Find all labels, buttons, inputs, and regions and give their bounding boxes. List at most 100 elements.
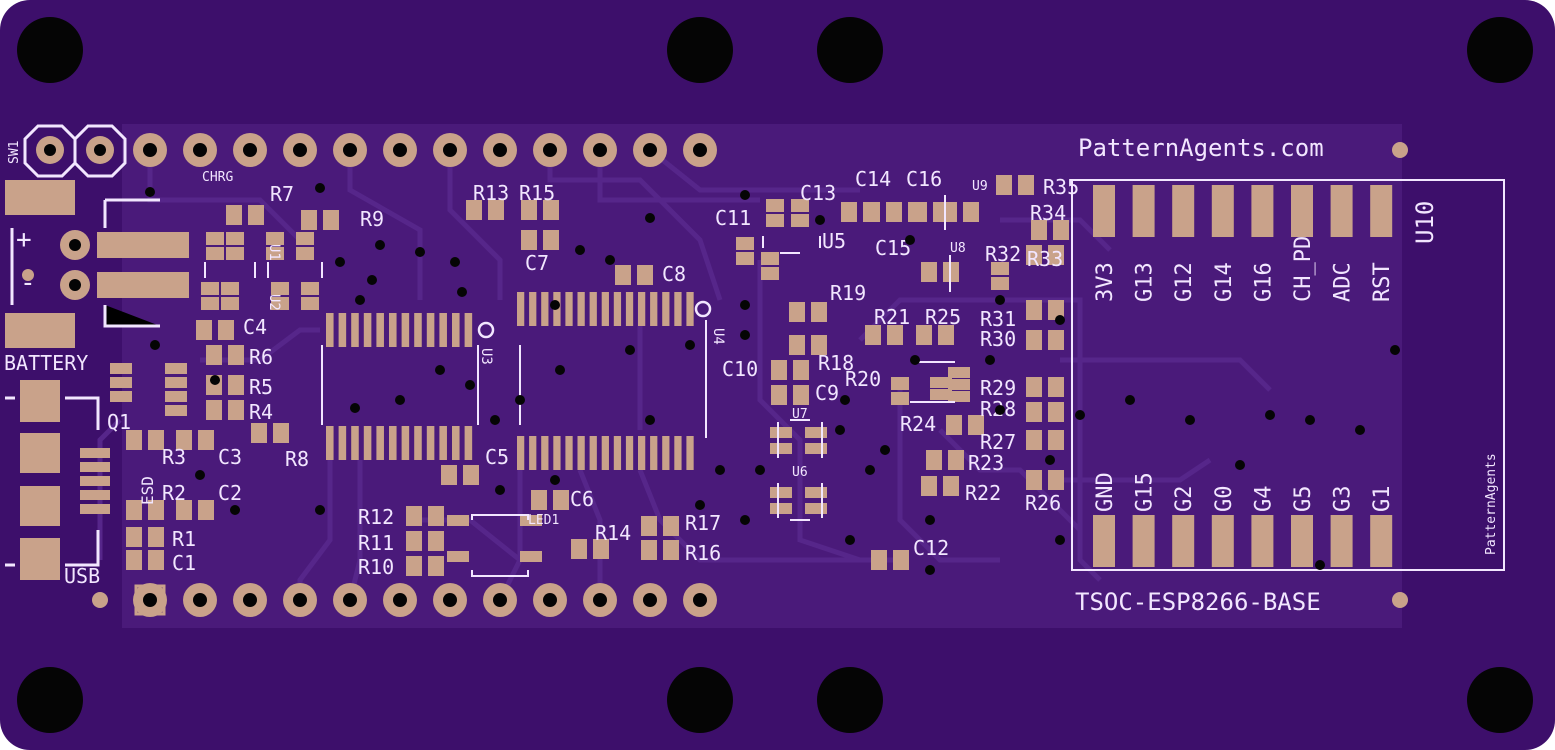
via: [315, 183, 325, 193]
label-r3: R3: [162, 445, 186, 469]
smd-component: [771, 360, 809, 380]
ic-pad: [541, 292, 549, 326]
ic-pad: [389, 426, 397, 460]
smd-component: [571, 539, 609, 559]
smd-component: [1026, 330, 1064, 350]
sot-pad: [948, 391, 970, 402]
via: [925, 515, 935, 525]
ic-u3: U3: [321, 313, 495, 460]
via: [145, 187, 155, 197]
ic-pad: [363, 426, 372, 460]
via: [1075, 410, 1085, 420]
mounting-hole: [817, 667, 883, 733]
module-pin-label: G4: [1251, 486, 1276, 513]
sot-pad: [110, 363, 132, 374]
ic-pad: [401, 313, 410, 347]
via: [715, 465, 725, 475]
module-pad: [1172, 515, 1195, 567]
module-ref-u10: U10: [1411, 201, 1439, 244]
module-pad: [1132, 185, 1155, 237]
ic-pad: [338, 313, 347, 347]
via: [865, 465, 875, 475]
ic-pad: [674, 292, 682, 326]
label-c3: C3: [218, 445, 242, 469]
ic-pad: [338, 426, 347, 460]
ic-pad: [662, 436, 670, 470]
sot-pad: [770, 503, 792, 514]
ic-pad: [553, 436, 561, 470]
header-top: [133, 133, 717, 167]
label-r16: R16: [685, 541, 721, 565]
via: [685, 340, 695, 350]
smd-component: [226, 205, 264, 225]
module-pin-label: G15: [1133, 472, 1158, 512]
smd-component: [226, 232, 244, 260]
smd-component: [271, 282, 289, 310]
label-r2: R2: [162, 481, 186, 505]
label-r29: R29: [980, 376, 1016, 400]
ic-pad: [517, 292, 525, 326]
battery-connector: + - BATTERY: [4, 180, 189, 375]
smd-component: [771, 385, 809, 405]
smd-component: [921, 476, 959, 496]
via: [840, 395, 850, 405]
label-r26: R26: [1025, 491, 1061, 515]
label-c9: C9: [815, 381, 839, 405]
module-pad: [1330, 515, 1353, 567]
ic-pad: [613, 436, 622, 470]
battery-minus: -: [20, 268, 36, 298]
label-r30: R30: [980, 327, 1016, 351]
ic-pad: [376, 313, 384, 347]
mounting-holes: [17, 17, 1533, 733]
via: [1390, 345, 1400, 355]
via: [1055, 315, 1065, 325]
module-pad: [1291, 185, 1313, 237]
label-c4: C4: [243, 315, 267, 339]
label-r34: R34: [1030, 201, 1066, 225]
via: [395, 395, 405, 405]
usb-connector: USB: [5, 380, 110, 608]
label-r20: R20: [845, 367, 881, 391]
mounting-hole: [1467, 667, 1533, 733]
via: [625, 345, 635, 355]
smd-component: [1026, 470, 1064, 490]
via: [995, 405, 1005, 415]
sot-pad: [805, 443, 827, 454]
via: [645, 213, 655, 223]
label-r25: R25: [925, 305, 961, 329]
smd-component: [1026, 377, 1064, 397]
via: [905, 235, 915, 245]
ic-pad: [439, 313, 447, 347]
smd-component: [789, 335, 827, 355]
via: [1305, 415, 1315, 425]
label-c10: C10: [722, 357, 758, 381]
ic-pad: [577, 436, 585, 470]
sot-pad: [805, 503, 827, 514]
smd-component: [926, 450, 964, 470]
label-u8: U8: [950, 241, 966, 256]
label-led1: LED1: [528, 513, 559, 528]
ic-pad: [426, 313, 435, 347]
label-r13: R13: [473, 181, 509, 205]
label-q1: Q1: [107, 410, 131, 434]
ic-pad: [625, 436, 634, 470]
ic-pad: [686, 292, 694, 326]
ic-pad: [662, 292, 670, 326]
label-c8: C8: [662, 262, 686, 286]
ic-pad: [541, 436, 549, 470]
module-pad: [1211, 515, 1234, 567]
ic-pad: [589, 292, 597, 326]
via: [1045, 455, 1055, 465]
via: [1055, 535, 1065, 545]
module-pad: [1093, 185, 1115, 237]
url-text: PatternAgents.com: [1078, 134, 1324, 162]
smd-component: [206, 400, 244, 420]
sot-pad: [770, 443, 792, 454]
module-pad: [1251, 185, 1274, 237]
u4-label: U4: [710, 328, 726, 345]
label-c11: C11: [715, 206, 751, 230]
ic-pad: [401, 426, 410, 460]
via: [880, 445, 890, 455]
via: [457, 287, 467, 297]
